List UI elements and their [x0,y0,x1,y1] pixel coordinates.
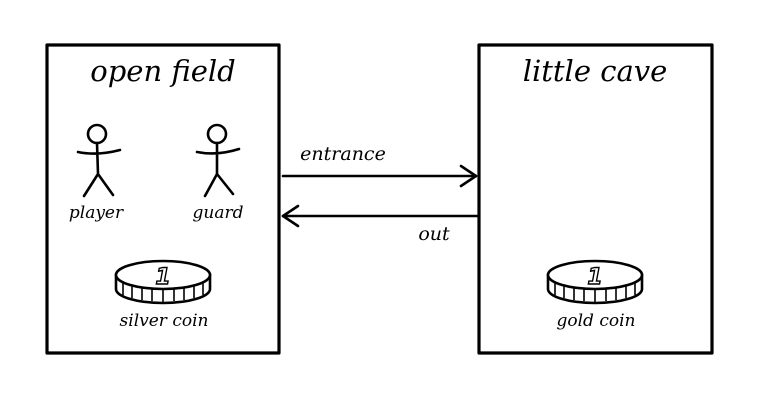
character-label-guard: guard [193,203,244,223]
coin-icon: 1 [114,259,212,305]
room-open-field-box [45,43,281,355]
stick-figure-icon [195,123,241,198]
room-little-cave: little cave 1 gold coin [477,43,714,355]
stick-figure-icon [76,123,122,198]
room-open-field: open field player guard [45,43,281,355]
connection-entrance: entrance [281,143,478,188]
connection-out: out [281,204,479,245]
coin-icon: 1 [546,259,644,305]
coin-face-value: 1 [155,265,170,290]
room-open-field-title: open field [90,54,235,88]
connection-label-out: out [418,223,450,245]
arrow-left-icon [281,204,300,228]
coin-face-value: 1 [587,265,602,290]
item-label-gold-coin: gold coin [557,311,636,331]
room-little-cave-box [477,43,714,355]
item-label-silver-coin: silver coin [120,311,209,331]
room-little-cave-title: little cave [523,54,668,88]
arrow-right-icon [459,164,478,188]
character-label-player: player [69,203,124,223]
connection-label-entrance: entrance [300,143,386,165]
